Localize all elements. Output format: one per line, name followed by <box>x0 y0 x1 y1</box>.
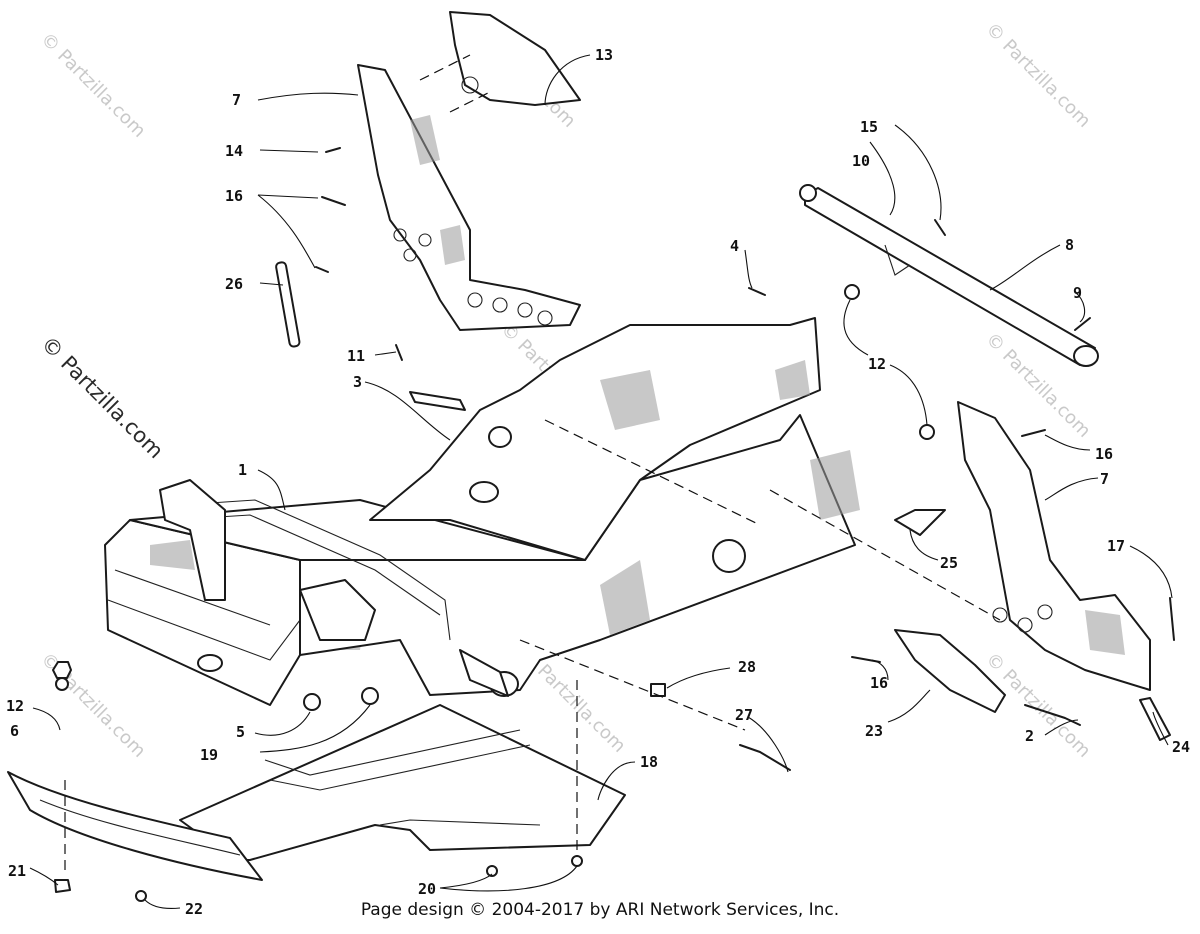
callout-3: 3 <box>353 373 362 391</box>
callout-7: 7 <box>1100 470 1109 488</box>
callout-6: 6 <box>10 722 19 740</box>
hardware <box>52 147 1175 902</box>
callout-20: 20 <box>418 880 436 898</box>
callout-1: 1 <box>238 461 247 479</box>
callout-2: 2 <box>1025 727 1034 745</box>
callout-4: 4 <box>730 237 739 255</box>
callout-13: 13 <box>595 46 613 64</box>
callout-28: 28 <box>738 658 756 676</box>
chassis-frame <box>104 317 860 706</box>
front-plate <box>179 704 626 861</box>
callout-8: 8 <box>1065 236 1074 254</box>
footer-copyright: Page design © 2004-2017 by ARI Network S… <box>360 900 840 920</box>
leaders <box>29 54 1173 909</box>
watermark: © Partzilla.com <box>36 29 149 142</box>
watermark: © Partzilla.com <box>981 19 1094 132</box>
callout-11: 11 <box>347 347 365 365</box>
callout-16: 16 <box>225 187 243 205</box>
watermark: © Partzilla.com <box>36 332 168 464</box>
callout-22: 22 <box>185 900 203 918</box>
callout-12: 12 <box>6 697 24 715</box>
callout-23: 23 <box>865 722 883 740</box>
callout-19: 19 <box>200 746 218 764</box>
callout-16: 16 <box>870 674 888 692</box>
watermark: © Partzilla.com <box>36 649 149 762</box>
callout-26: 26 <box>225 275 243 293</box>
callout-7: 7 <box>232 91 241 109</box>
callout-9: 9 <box>1073 284 1082 302</box>
callout-15: 15 <box>860 118 878 136</box>
callout-5: 5 <box>236 723 245 741</box>
callout-24: 24 <box>1172 738 1190 756</box>
left-upright <box>275 11 581 348</box>
callout-18: 18 <box>640 753 658 771</box>
callouts: 7 13 14 16 26 11 3 1 4 15 10 8 9 12 16 7… <box>6 46 1190 918</box>
callout-10: 10 <box>852 152 870 170</box>
right-upright <box>804 187 1171 741</box>
callout-12: 12 <box>868 355 886 373</box>
callout-16: 16 <box>1095 445 1113 463</box>
callout-14: 14 <box>225 142 243 160</box>
callout-17: 17 <box>1107 537 1125 555</box>
callout-27: 27 <box>735 706 753 724</box>
callout-25: 25 <box>940 554 958 572</box>
callout-21: 21 <box>8 862 26 880</box>
bumper-skid <box>7 771 263 881</box>
